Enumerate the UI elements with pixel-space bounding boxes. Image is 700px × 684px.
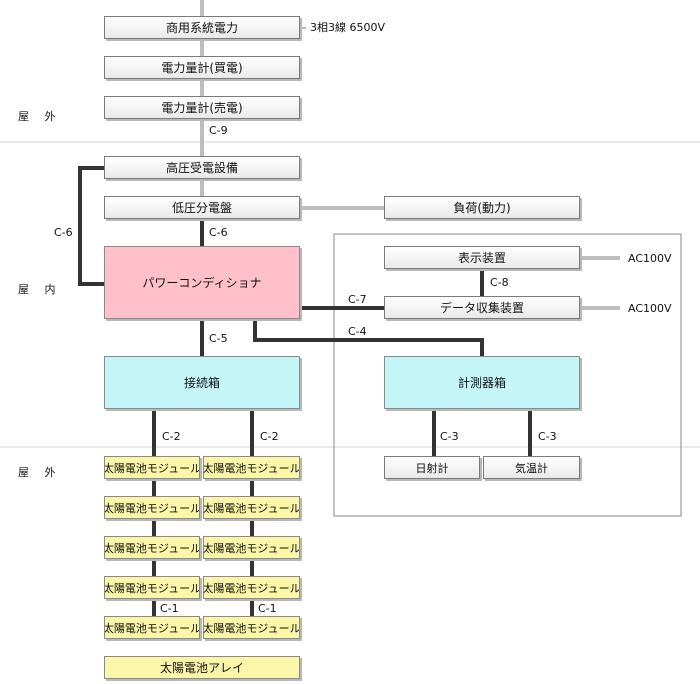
zone-label-outdoor-bottom: 屋 外 [18,466,62,479]
solar-module: 太陽電池モジュール [203,456,300,479]
cable-label-c6-left: C-6 [54,226,73,239]
cable-label-c7: C-7 [348,293,367,306]
solar-module: 太陽電池モジュール [104,616,200,639]
zone-label-indoor: 屋 内 [18,283,62,296]
display-device-box: 表示装置 [384,246,580,269]
meter-sell-box: 電力量計(売電) [104,96,300,119]
meter-buy-box: 電力量計(買電) [104,56,300,79]
solar-module: 太陽電池モジュール [104,496,200,519]
grid-power-box: 商用系統電力 [104,16,300,39]
cable-label-c2-right: C-2 [260,430,279,443]
solar-module: 太陽電池モジュール [203,496,300,519]
cable-label-c4: C-4 [348,325,367,338]
pyranometer-box: 日射計 [384,456,480,479]
lv-panel-box: 低圧分電盤 [104,196,300,219]
cable-label-c1-right: C-1 [258,602,277,615]
measurement-enclosure [333,233,682,517]
cable-label-c9: C-9 [209,124,228,137]
junction-box: 接続箱 [104,356,300,409]
solar-module: 太陽電池モジュール [203,616,300,639]
measuring-box: 計測器箱 [384,356,580,409]
cable-label-c3-left: C-3 [440,430,459,443]
cable-label-c2-left: C-2 [162,430,181,443]
data-logger-box: データ収集装置 [384,296,580,319]
cable-label-c6: C-6 [209,226,228,239]
load-box: 負荷(動力) [384,196,580,219]
ac100v-logger-label: AC100V [628,302,672,315]
solar-module: 太陽電池モジュール [104,576,200,599]
ac100v-display-label: AC100V [628,252,672,265]
solar-module: 太陽電池モジュール [104,456,200,479]
solar-array-box: 太陽電池アレイ [104,656,300,679]
hv-equipment-box: 高圧受電設備 [104,156,300,179]
cable-label-c5: C-5 [209,332,228,345]
solar-module: 太陽電池モジュール [104,536,200,559]
solar-module: 太陽電池モジュール [203,536,300,559]
grid-spec-label: 3相3線 6500V [310,21,386,34]
thermometer-box: 気温計 [483,456,580,479]
cable-label-c3-right: C-3 [538,430,557,443]
cable-label-c1-left: C-1 [160,602,179,615]
cable-label-c8: C-8 [490,276,509,289]
solar-module: 太陽電池モジュール [203,576,300,599]
cable-c6-bypass [78,166,104,286]
cable-c4 [253,319,484,356]
power-conditioner-box: パワーコンディショナ [104,246,300,319]
zone-label-outdoor-top: 屋 外 [18,110,62,123]
